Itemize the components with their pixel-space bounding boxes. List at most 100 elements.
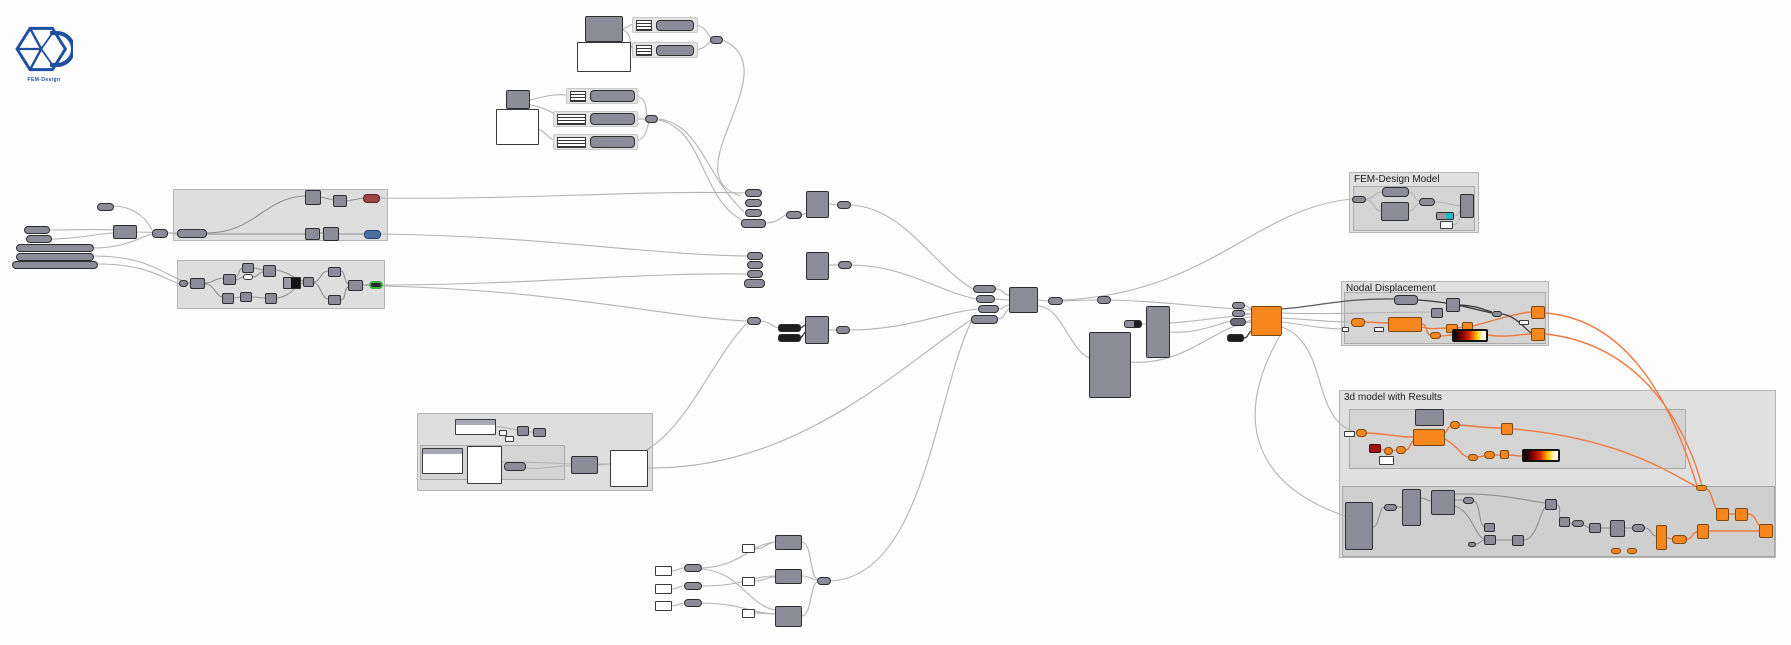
mid3-cap-1[interactable] — [747, 317, 761, 325]
grp2-box-3[interactable] — [242, 263, 254, 273]
nd-box-1[interactable] — [1446, 298, 1460, 312]
res-orange-cap-2[interactable] — [1450, 421, 1460, 429]
sub-orange-cap-1[interactable] — [1672, 535, 1687, 544]
tableA-cap-2[interactable] — [656, 45, 694, 56]
grp3-box-2[interactable] — [533, 428, 546, 437]
tableB-out-cap[interactable] — [645, 115, 658, 123]
hub-in-cap-1[interactable] — [1232, 302, 1245, 309]
tableA-cap-1[interactable] — [656, 20, 694, 31]
nd-orange-cap-1[interactable] — [1351, 318, 1365, 327]
bot-out-cap[interactable] — [817, 577, 831, 585]
bot-box-1[interactable] — [775, 535, 802, 550]
center-cap-3[interactable] — [978, 305, 999, 313]
mid1-cap-2[interactable] — [745, 199, 762, 207]
fem-cap-2[interactable] — [1419, 198, 1435, 206]
grp2-box-7[interactable] — [265, 293, 277, 304]
grp1-in-cap[interactable] — [177, 229, 207, 238]
fem-design-logo[interactable]: FEM-Design — [13, 26, 76, 83]
input-bar-1[interactable] — [16, 244, 94, 252]
grp2-box-4[interactable] — [263, 265, 276, 277]
sub-orange-box-4[interactable] — [1759, 524, 1773, 538]
grp2-value-list[interactable] — [283, 277, 301, 289]
bot-mini-1[interactable] — [655, 566, 672, 576]
grp2-box-11[interactable] — [348, 280, 363, 291]
grp2-box-10[interactable] — [328, 295, 341, 305]
tableB-cap-2[interactable] — [590, 113, 635, 125]
fem-in-cap[interactable] — [1352, 196, 1366, 203]
sub-box-7[interactable] — [1589, 523, 1601, 533]
fem-cap-1[interactable] — [1382, 187, 1409, 197]
mid2-cap-1[interactable] — [747, 252, 763, 260]
tall-box-1[interactable] — [1146, 306, 1170, 358]
grp1-red-cap[interactable] — [363, 194, 380, 203]
mid1-cap-3[interactable] — [745, 209, 762, 217]
tableB-stripe-2[interactable] — [557, 114, 586, 125]
fem-toggle[interactable] — [1436, 212, 1454, 220]
input-bar-3[interactable] — [12, 261, 98, 269]
tableA-top-box[interactable] — [585, 16, 623, 42]
grp3-mini-2[interactable] — [505, 436, 514, 442]
bot-mini-4[interactable] — [742, 544, 755, 553]
nd-cap-2[interactable] — [1492, 311, 1502, 317]
grp1-box-2[interactable] — [333, 195, 347, 207]
mid2-cap-4[interactable] — [744, 279, 765, 288]
mid1-cap-5[interactable] — [786, 211, 802, 219]
input-cap-2[interactable] — [26, 235, 52, 243]
res-orange-box-2[interactable] — [1501, 423, 1513, 435]
grp1-box-1[interactable] — [305, 190, 321, 205]
tableB-stripe-1[interactable] — [570, 91, 586, 102]
tableB-panel[interactable] — [496, 109, 539, 145]
sub-tall-box-2[interactable] — [1402, 489, 1421, 526]
sub-box-2[interactable] — [1484, 523, 1495, 532]
nd-cap-1[interactable] — [1394, 295, 1418, 305]
sub-cap-1[interactable] — [1384, 504, 1397, 511]
sub-box-6[interactable] — [1559, 517, 1570, 527]
bot-mini-6[interactable] — [742, 609, 755, 618]
res-orange-cap-3[interactable] — [1384, 447, 1393, 455]
sub-orange-box-2[interactable] — [1716, 508, 1729, 521]
res-gray-box[interactable] — [1415, 409, 1444, 426]
grp3-panel-c[interactable] — [467, 446, 502, 484]
mid1-box[interactable] — [806, 191, 829, 218]
input-bar-2[interactable] — [16, 253, 94, 261]
bot-box-3[interactable] — [775, 606, 802, 627]
input-cap-1[interactable] — [24, 226, 50, 234]
tableB-stripe-3[interactable] — [557, 137, 586, 148]
grp2-box-5[interactable] — [222, 293, 234, 304]
mid3-dark-cap-1[interactable] — [778, 324, 801, 332]
nd-box-2[interactable] — [1431, 308, 1443, 318]
nd-gradient[interactable] — [1452, 329, 1488, 342]
grp2-box-9[interactable] — [328, 267, 341, 277]
hub-in-dark-cap[interactable] — [1227, 334, 1244, 342]
tableB-cap-3[interactable] — [590, 136, 635, 148]
tableA-panel[interactable] — [577, 42, 631, 72]
sub-cap-5[interactable] — [1632, 524, 1645, 532]
grp1-blue-cap[interactable] — [364, 230, 381, 239]
sub-orange-cap-2[interactable] — [1611, 548, 1621, 554]
mid3-dark-cap-2[interactable] — [778, 334, 801, 342]
res-darkred-box[interactable] — [1369, 444, 1381, 453]
grp2-in-cap[interactable] — [179, 280, 188, 287]
grp3-panel-b[interactable] — [422, 448, 463, 474]
grp3-panel-a[interactable] — [455, 419, 496, 435]
res-orange-box-1[interactable] — [1413, 429, 1445, 446]
hub-in-cap-2[interactable] — [1232, 310, 1245, 317]
grp3-box-3[interactable] — [571, 456, 598, 474]
sub-orange-cap-3[interactable] — [1627, 548, 1637, 554]
relay-cap[interactable] — [1097, 296, 1111, 304]
sub-orange-box-3[interactable] — [1735, 508, 1748, 521]
res-orange-cap-6[interactable] — [1484, 451, 1495, 459]
hub-orange-box[interactable] — [1251, 306, 1282, 336]
center-cap-2[interactable] — [976, 295, 995, 303]
grp2-box-1[interactable] — [190, 278, 205, 289]
grp2-green-cap[interactable] — [369, 281, 383, 289]
sub-box-1[interactable] — [1431, 490, 1455, 515]
res-gradient[interactable] — [1522, 449, 1560, 462]
sub-tall-box-1[interactable] — [1345, 502, 1373, 550]
res-mini-1[interactable] — [1344, 431, 1355, 437]
input-cap-top[interactable] — [97, 203, 114, 211]
tableB-top-box[interactable] — [506, 90, 530, 109]
mid2-out-cap[interactable] — [838, 261, 852, 269]
bot-cap-1[interactable] — [684, 564, 702, 572]
